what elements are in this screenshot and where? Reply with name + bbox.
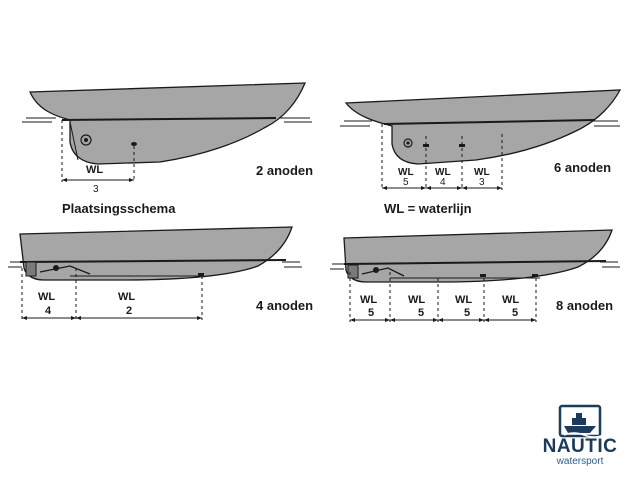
boat2-anode-count: 6 anoden	[554, 160, 612, 175]
boat3-anode-count: 4 anoden	[256, 298, 314, 313]
boat-2-anodes	[22, 82, 312, 182]
boat3-wl-label-1: WL	[38, 291, 56, 303]
boat3-wl-label-2: WL	[118, 291, 136, 303]
boat1-wl-label: WL	[86, 164, 104, 176]
boat2-wl-label-2: WL	[435, 167, 451, 178]
boat4-wl-label-4: WL	[502, 294, 520, 306]
boat2-ratio-label-1: 5	[403, 177, 409, 188]
nautic-logo	[558, 404, 605, 438]
logo-subtitle: watersport	[556, 456, 604, 467]
boat4-ratio-label-1: 5	[368, 307, 375, 319]
boat4-wl-label-2: WL	[408, 294, 426, 306]
boat-4-anodes	[8, 226, 302, 320]
boat1-anode-count: 2 anoden	[256, 163, 314, 178]
boat2-ratio-label-2: 4	[440, 177, 446, 188]
boat2-ratio-label-3: 3	[479, 177, 485, 188]
boat4-ratio-label-2: 5	[418, 307, 425, 319]
boat3-ratio-label-2: 2	[126, 305, 133, 317]
boat-icon	[558, 404, 605, 438]
boat4-wl-label-1: WL	[360, 294, 378, 306]
boat4-ratio-label-3: 5	[464, 307, 471, 319]
boat1-ratio-label: 3	[93, 184, 99, 195]
boat-6-anodes	[340, 89, 622, 190]
boat2-wl-label-3: WL	[474, 167, 490, 178]
boat4-wl-label-3: WL	[455, 294, 473, 306]
boat4-anode-count: 8 anoden	[556, 298, 614, 313]
waterline-legend: WL = waterlijn	[384, 201, 472, 216]
boat4-ratio-label-4: 5	[512, 307, 519, 319]
boat3-ratio-label-1: 4	[45, 305, 52, 317]
boat-8-anodes	[330, 229, 620, 322]
boat2-wl-label-1: WL	[398, 167, 414, 178]
diagram-title: Plaatsingsschema	[62, 201, 176, 216]
logo-brand-name: NAUTIC	[542, 436, 618, 457]
